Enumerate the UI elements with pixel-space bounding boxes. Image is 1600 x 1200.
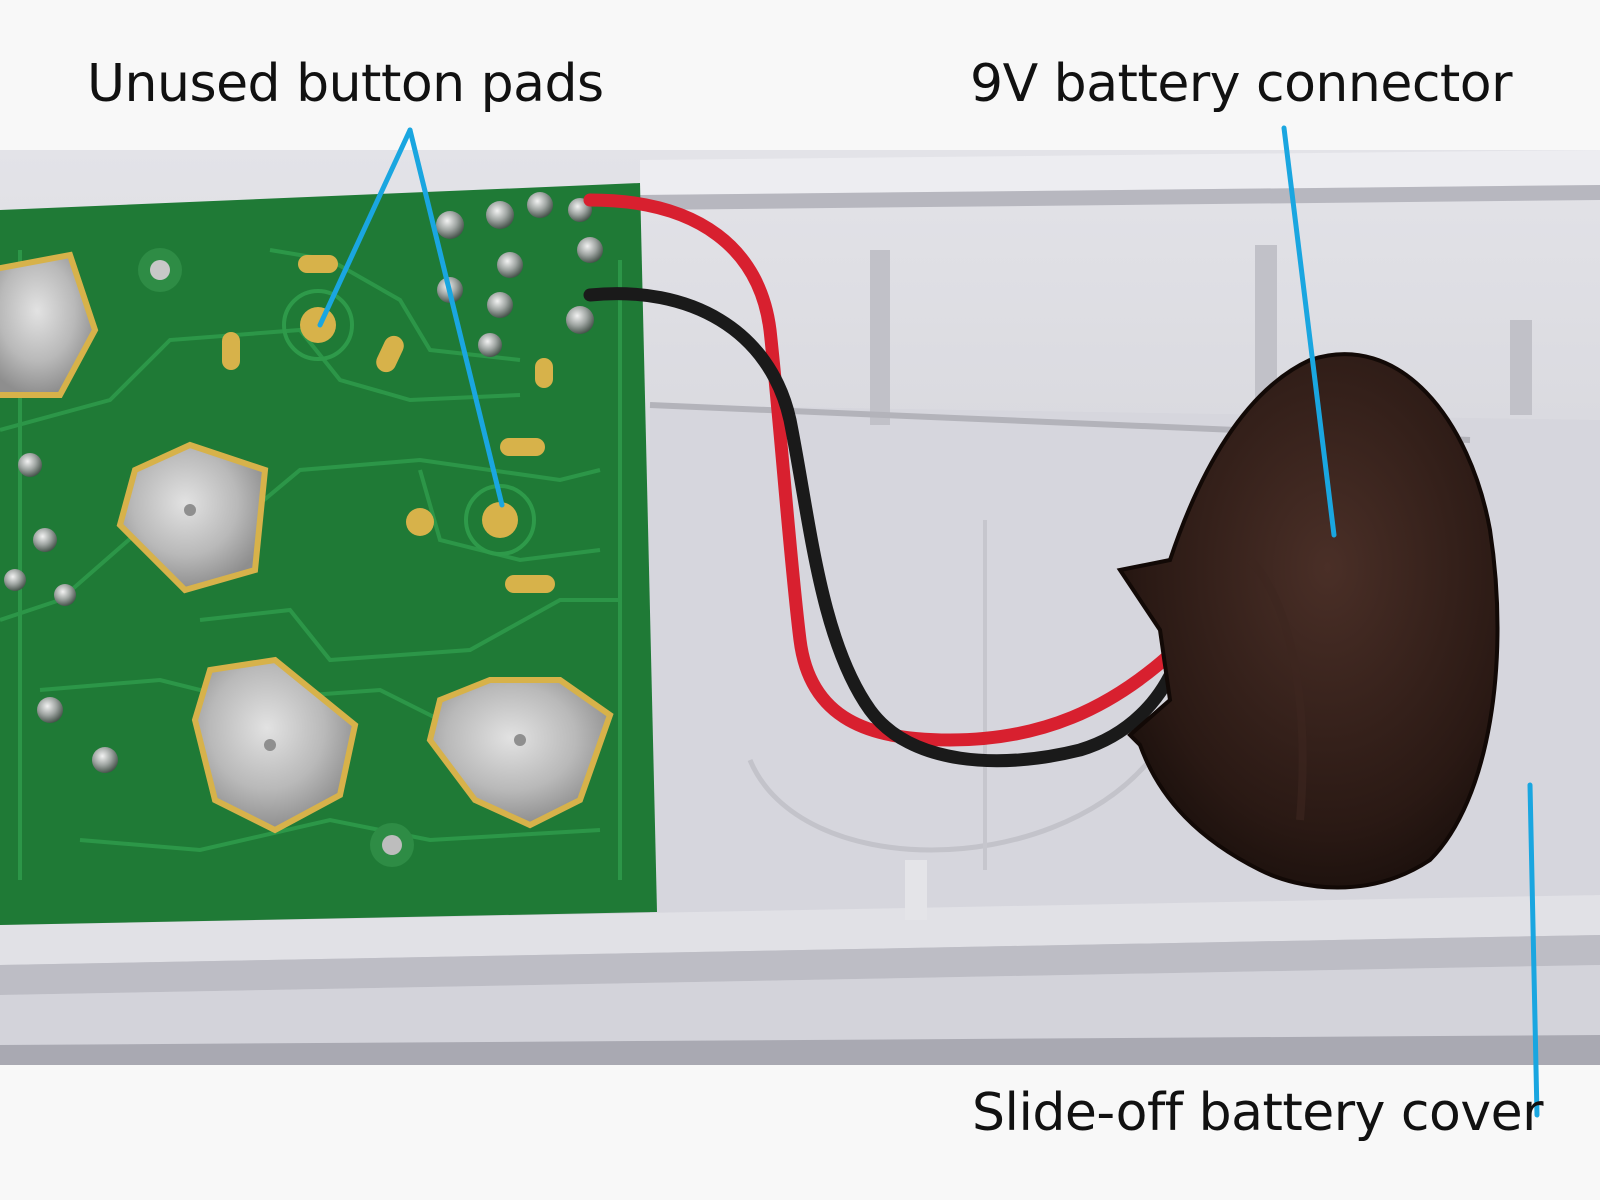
callout-line-pad-1 [317, 127, 413, 328]
label-unused-button-pads: Unused button pads [87, 54, 604, 114]
circuit-board [0, 183, 657, 925]
callout-line-pad-2 [407, 127, 505, 508]
button-contact-2 [116, 441, 269, 594]
solder-joints [4, 192, 603, 773]
gold-pads [222, 255, 555, 593]
battery-snap-connector [1116, 352, 1500, 890]
callout-line-cover [1527, 782, 1540, 1118]
button-contact-1 [0, 251, 99, 398]
button-contact-4 [426, 677, 614, 829]
callout-lines [317, 125, 1540, 1118]
battery-wires [583, 193, 1182, 768]
callout-line-connector [1281, 125, 1337, 538]
label-battery-connector: 9V battery connector [970, 54, 1513, 114]
label-battery-cover: Slide-off battery cover [972, 1083, 1543, 1143]
button-contact-3 [191, 656, 359, 834]
